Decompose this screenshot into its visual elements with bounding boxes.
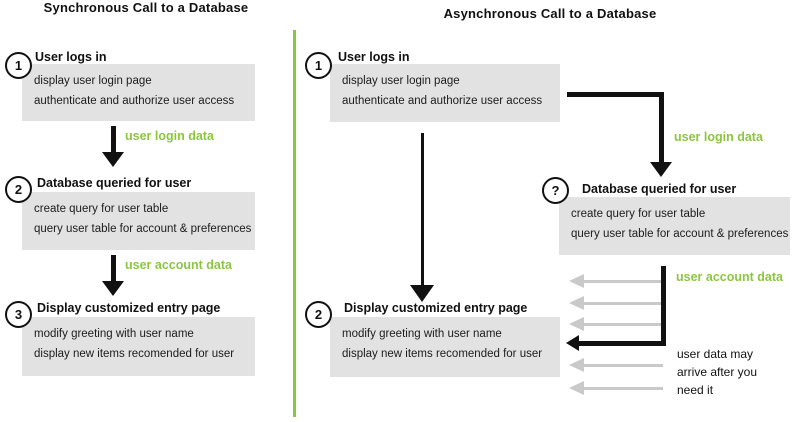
sync-step3-badge: 3 — [5, 301, 32, 328]
async-main-flow-down-arrow-icon — [410, 285, 434, 302]
async-query-badge: ? — [542, 177, 569, 204]
sync-step2-box: create query for user table query user t… — [22, 192, 255, 250]
async-timing-note-line1: user data may — [677, 347, 754, 361]
sync-flow-arrow2-shaft — [111, 255, 116, 282]
async-query-line1: create query for user table — [571, 208, 706, 220]
async-account-data-label: user account data — [676, 270, 783, 284]
sync-step3-box: modify greeting with user name display n… — [22, 317, 255, 376]
sync-step2-line1: create query for user table — [34, 203, 169, 215]
sync-step2-line2: query user table for account & preferenc… — [34, 222, 252, 235]
async-timing-note-line3: need it — [677, 383, 714, 397]
async-return-arrow5-shaft — [584, 387, 663, 390]
async-query-box: create query for user table query user t… — [559, 197, 790, 255]
sync-account-data-label: user account data — [125, 258, 232, 272]
async-login-elbow-vertical — [659, 92, 664, 163]
async-timing-note: user data may arrive after you need it — [677, 345, 757, 399]
async-return-arrow5-left-arrow-icon — [569, 381, 584, 395]
async-return-arrow3-left-arrow-icon — [569, 317, 584, 331]
async-login-down-arrow-icon — [650, 162, 672, 177]
sync-flow-arrow2-down-arrow-icon — [102, 281, 124, 296]
async-query-line2: query user table for account & preferenc… — [571, 227, 789, 240]
async-return-arrow3-shaft — [584, 323, 663, 326]
async-query-heading: Database queried for user — [582, 182, 737, 196]
async-return-arrow1-left-arrow-icon — [569, 274, 584, 288]
async-account-left-arrow-icon — [566, 335, 579, 351]
sync-step2-heading: Database queried for user — [37, 176, 192, 190]
async-return-arrow2-left-arrow-icon — [569, 296, 584, 310]
async-step2-box: modify greeting with user name display n… — [330, 317, 560, 377]
sync-step3-heading: Display customized entry page — [37, 301, 221, 315]
async-return-arrow4-shaft — [584, 364, 663, 367]
async-account-elbow-horizontal — [578, 341, 666, 346]
async-return-arrow1-shaft — [584, 280, 663, 283]
sync-step3-line1: modify greeting with user name — [34, 328, 194, 340]
column-divider-line — [293, 30, 296, 417]
async-return-arrow4-left-arrow-icon — [569, 358, 584, 372]
async-return-arrow2-shaft — [584, 302, 663, 305]
async-step1-box: display user login page authenticate and… — [330, 64, 560, 122]
async-step1-line2: authenticate and authorize user access — [342, 94, 543, 107]
sync-step1-box: display user login page authenticate and… — [22, 64, 255, 121]
async-step1-line1: display user login page — [342, 75, 460, 87]
async-title: Asynchronous Call to a Database — [443, 6, 657, 21]
sync-login-data-label: user login data — [125, 129, 214, 143]
sync-step1-line2: authenticate and authorize user access — [34, 94, 235, 107]
async-login-elbow-horizontal — [567, 92, 664, 97]
sync-step2-badge: 2 — [5, 176, 32, 203]
async-step2-heading: Display customized entry page — [344, 301, 528, 315]
async-step1-badge: 1 — [305, 52, 332, 79]
async-step2-line2: display new items recomended for user — [342, 347, 543, 360]
sync-title: Synchronous Call to a Database — [43, 0, 249, 15]
async-step2-line1: modify greeting with user name — [342, 328, 502, 340]
async-main-flow-shaft — [421, 133, 424, 286]
async-timing-note-line2: arrive after you — [677, 365, 758, 379]
async-account-elbow-vertical — [661, 266, 666, 346]
sync-step1-heading: User logs in — [35, 50, 107, 64]
sync-step1-badge: 1 — [5, 52, 32, 79]
sync-flow-arrow1-shaft — [111, 126, 116, 153]
async-step2-badge: 2 — [305, 301, 332, 328]
sync-flow-arrow1-down-arrow-icon — [102, 152, 124, 167]
async-step1-heading: User logs in — [338, 50, 410, 64]
sync-step3-line2: display new items recomended for user — [34, 347, 235, 360]
async-login-data-label: user login data — [674, 130, 763, 144]
sync-step1-line1: display user login page — [34, 75, 152, 87]
